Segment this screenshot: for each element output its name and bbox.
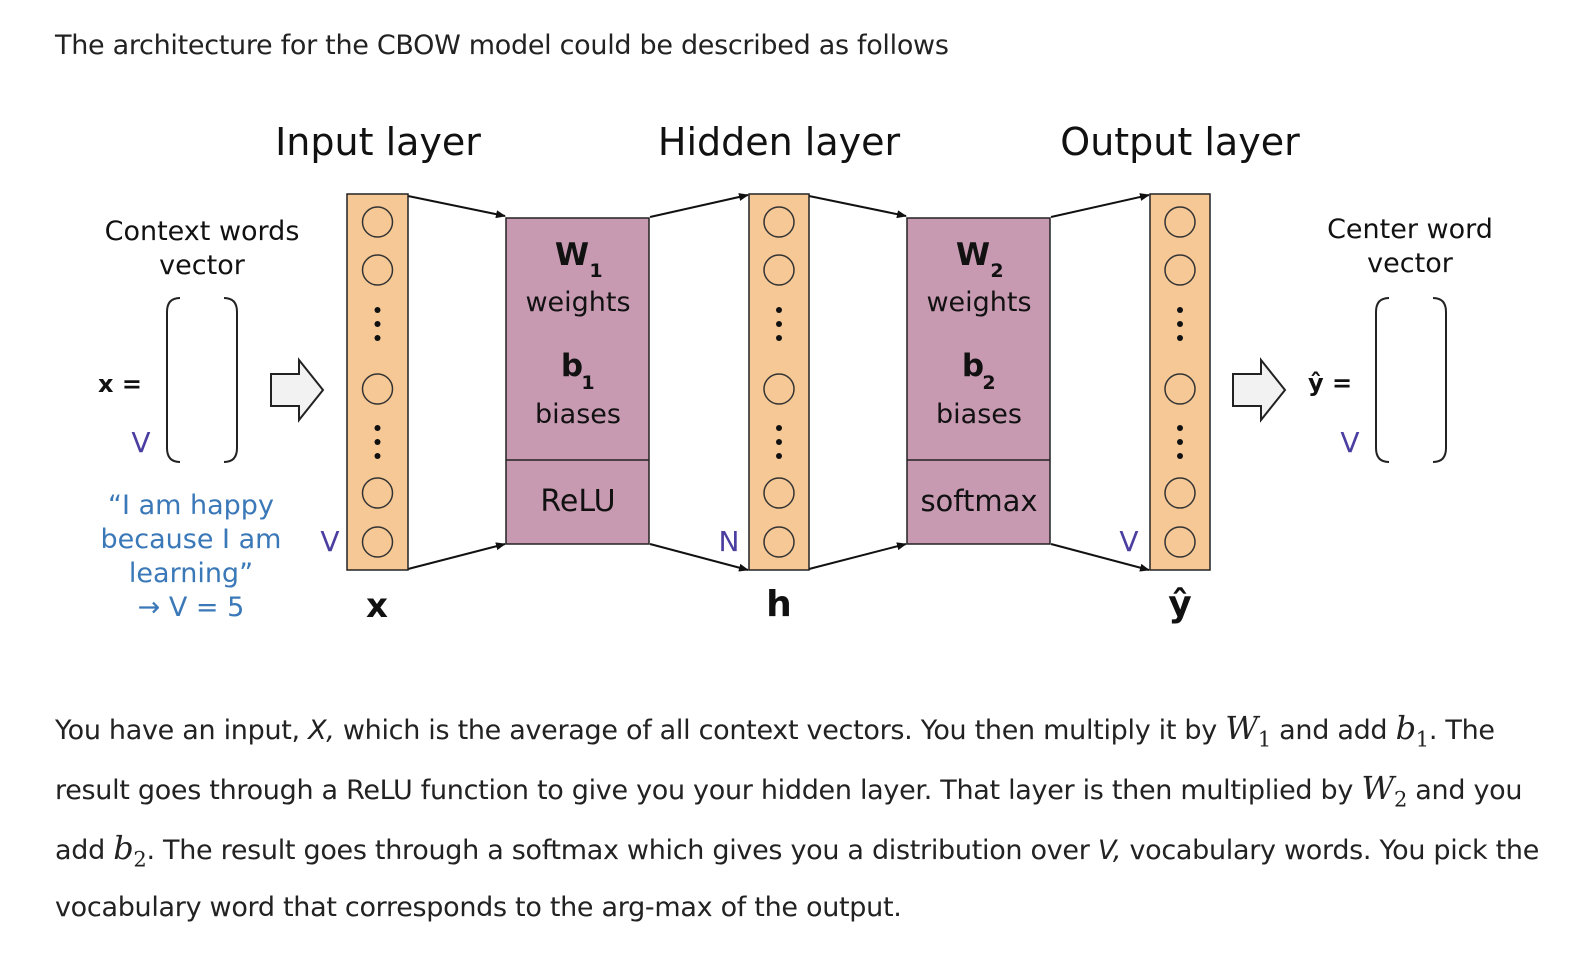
explanation-text: You have an input, X, which is the avera…	[55, 704, 1555, 932]
context-words-label: Context words	[105, 216, 300, 247]
center-word-label: Center word	[1327, 214, 1493, 245]
x-equals-label: x =	[98, 370, 142, 398]
para-seg-6: . The result goes through a softmax whic…	[146, 834, 1098, 866]
edge-x-to-w1-bottom	[407, 542, 506, 570]
w2-symbol: W	[956, 237, 990, 273]
left-vector-bracket-open	[166, 297, 181, 463]
para-seg-4: . The result goes through a ReLU functio…	[55, 715, 1495, 806]
para-seg-1: You have an input,	[55, 715, 309, 746]
center-vector-label: vector	[1367, 248, 1454, 279]
w1-symbol: W	[555, 237, 589, 273]
output-layer-title: Output layer	[1060, 120, 1300, 164]
para-seg-7: vocabulary words. You pick the vocabular…	[55, 834, 1540, 923]
edge-w2-to-y-top	[1050, 193, 1150, 218]
example-sentence-line1: “I am happy	[108, 490, 274, 521]
para-math-w2: W2	[1361, 768, 1407, 812]
b2-symbol: b	[962, 348, 984, 384]
b1-symbol: b	[561, 348, 583, 384]
b1-biases-label: biases	[535, 399, 621, 430]
w2-subscript: 2	[990, 260, 1003, 282]
para-math-b2: b2	[113, 828, 147, 872]
w1-subscript: 1	[589, 260, 602, 282]
left-hollow-arrow-icon	[270, 357, 325, 423]
x-vector-label: x	[366, 586, 388, 626]
example-sentence-line2: because I am	[101, 524, 282, 555]
hidden-dimension-label: N	[719, 525, 740, 558]
b2-biases-label: biases	[936, 399, 1022, 430]
w2-block	[906, 217, 1051, 545]
w2-weights-label: weights	[926, 287, 1031, 318]
example-sentence-line3: learning”	[129, 558, 253, 589]
left-vector-bracket-close	[223, 297, 238, 463]
explanation-paragraph: You have an input, X, which is the avera…	[55, 704, 1555, 932]
b2-subscript: 2	[982, 372, 995, 394]
relu-label: ReLU	[540, 484, 615, 519]
right-vector-bracket-open	[1375, 297, 1390, 463]
right-vector-bracket-close	[1432, 297, 1447, 463]
vocab-size-right: V	[1340, 426, 1359, 459]
intro-text: The architecture for the CBOW model coul…	[55, 30, 949, 61]
para-seg-5: and you add	[55, 774, 1523, 866]
hidden-layer-title: Hidden layer	[658, 120, 901, 164]
yhat-equals-label: ŷ =	[1308, 369, 1352, 397]
input-layer-column	[346, 193, 409, 571]
h-vector-label: h	[766, 584, 792, 625]
input-layer-title: Input layer	[275, 120, 481, 164]
edge-h-to-w2-top	[808, 195, 907, 219]
b1-subscript: 1	[581, 372, 594, 394]
para-seg-3: and add	[1270, 715, 1396, 746]
hidden-layer-column	[748, 193, 810, 571]
para-seg-2: which is the average of all context vect…	[334, 715, 1226, 746]
softmax-label: softmax	[920, 484, 1037, 518]
context-vector-label: vector	[159, 250, 246, 281]
edge-w2-to-y-bottom	[1050, 543, 1150, 572]
output-layer-column	[1149, 193, 1211, 571]
right-hollow-arrow-icon	[1232, 357, 1287, 423]
para-var-v: V,	[1097, 834, 1122, 866]
input-dimension-label: V	[320, 525, 339, 558]
w1-weights-label: weights	[525, 287, 630, 318]
edge-x-to-w1-top	[407, 195, 506, 219]
edge-w1-to-h-bottom	[649, 543, 749, 572]
cbow-architecture-diagram: Input layer Hidden layer Output layer Co…	[98, 120, 1493, 626]
output-dimension-label: V	[1119, 525, 1138, 558]
para-math-b1: b1	[1395, 709, 1430, 752]
edge-w1-to-h-top	[649, 193, 749, 218]
para-var-x: X,	[308, 715, 335, 746]
para-math-w1: W1	[1225, 709, 1271, 752]
w1-block	[505, 217, 650, 545]
edge-h-to-w2-bottom	[808, 542, 907, 570]
example-vocab-size: → V = 5	[138, 592, 245, 623]
vocab-size-left: V	[131, 426, 150, 459]
yhat-vector-label: ŷ	[1168, 584, 1191, 625]
